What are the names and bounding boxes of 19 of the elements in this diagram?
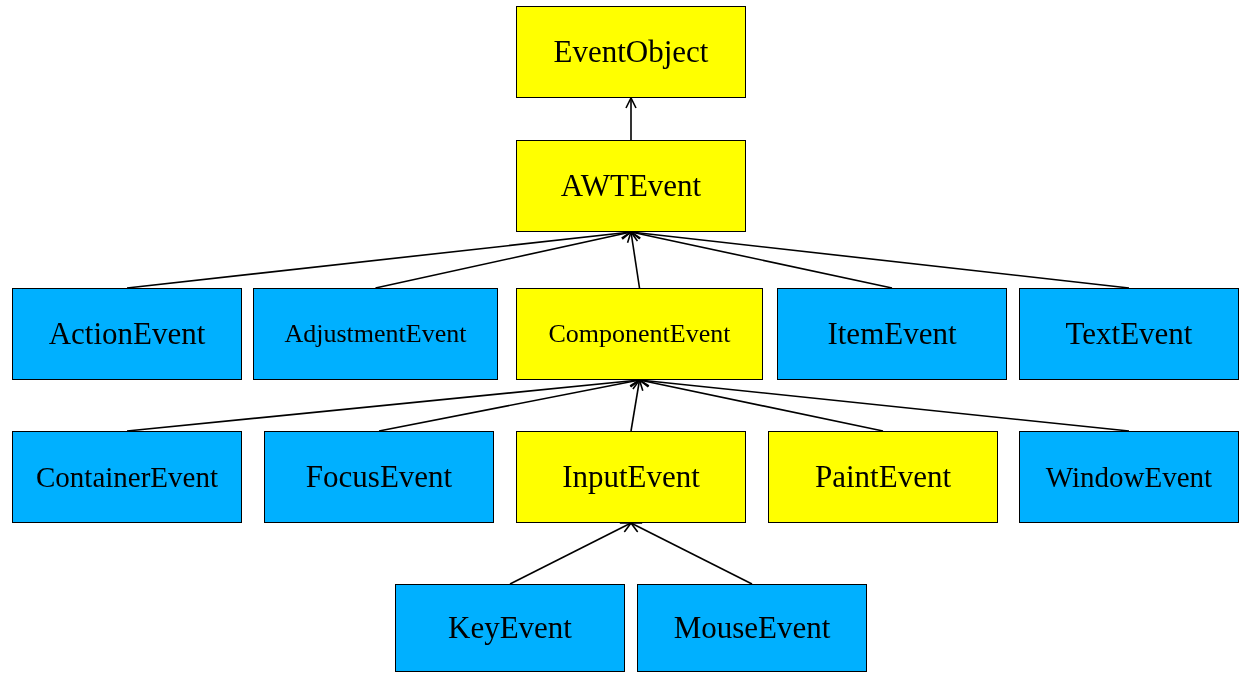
class-box: ActionEvent — [12, 288, 242, 380]
class-box: TextEvent — [1019, 288, 1239, 380]
class-box: ContainerEvent — [12, 431, 242, 523]
arrow — [630, 379, 644, 432]
class-box: AdjustmentEvent — [253, 288, 498, 380]
class-box: WindowEvent — [1019, 431, 1239, 523]
class-box: ComponentEvent — [516, 288, 763, 380]
class-box: InputEvent — [516, 431, 746, 523]
arrow — [626, 231, 641, 289]
class-box: PaintEvent — [768, 431, 998, 523]
class-box: FocusEvent — [264, 431, 494, 523]
arrow — [625, 97, 637, 141]
class-box: KeyEvent — [395, 584, 625, 672]
class-box: ItemEvent — [777, 288, 1007, 380]
class-box: MouseEvent — [637, 584, 867, 672]
arrow — [509, 522, 632, 585]
class-box: EventObject — [516, 6, 746, 98]
class-box: AWTEvent — [516, 140, 746, 232]
arrow — [630, 522, 753, 585]
